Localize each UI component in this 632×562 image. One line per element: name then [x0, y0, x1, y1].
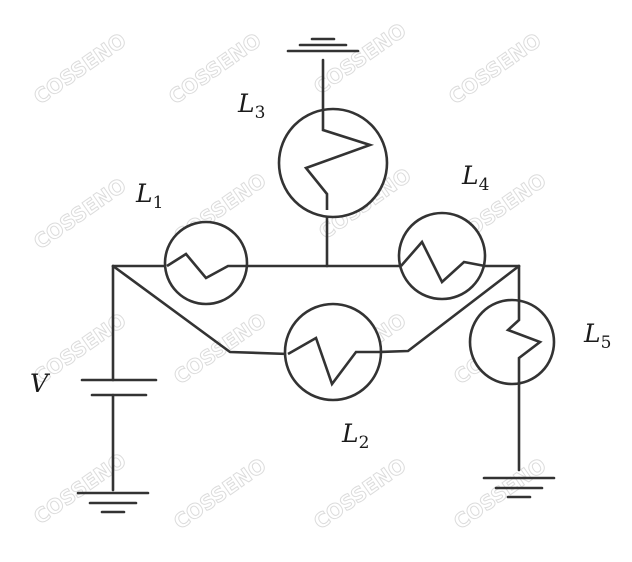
lamp-l4-filament [400, 239, 486, 285]
watermark-text: COSSENO [169, 308, 270, 389]
lamp-l5-filament [505, 300, 543, 385]
label-l3: L3 [237, 89, 265, 123]
label-l4: L4 [461, 161, 489, 195]
watermark-text: COSSENO [449, 453, 550, 534]
lamp-l1-filament [166, 252, 246, 280]
lamp-l4-bulb [397, 211, 487, 301]
watermark-text: COSSENO [29, 173, 130, 254]
lower-left-diagonal-wire [111, 264, 290, 356]
ground-right [482, 476, 556, 499]
lamp-l2-bulb [283, 302, 383, 402]
ground-left [76, 491, 150, 514]
lamp-l3 [277, 107, 389, 219]
label-l5: L5 [583, 319, 611, 353]
lamp-l3-filament [303, 110, 375, 210]
watermark-text: COSSENO [169, 453, 270, 534]
watermark-text: COSSENO [309, 453, 410, 534]
lamp-l5-bulb [468, 298, 556, 386]
lamp-l1-bulb [163, 220, 249, 306]
battery-v [80, 378, 158, 397]
label-l2: L2 [341, 419, 369, 453]
ground-top [286, 37, 360, 53]
label-v: V [30, 369, 51, 398]
lamp-l4 [397, 211, 487, 301]
lamp-l3-bulb [277, 107, 389, 219]
lamp-l1 [163, 220, 249, 306]
label-l1: L1 [135, 179, 163, 213]
watermark-text: COSSENO [444, 28, 545, 109]
lamp-l5 [468, 298, 556, 386]
lower-right-diagonal-wire [376, 264, 521, 354]
watermark-text: COSSENO [309, 18, 410, 99]
watermark-text: COSSENO [29, 448, 130, 529]
watermark-text: COSSENO [29, 28, 130, 109]
lamp-l2 [283, 302, 383, 402]
lamp-l2-filament [287, 336, 380, 387]
